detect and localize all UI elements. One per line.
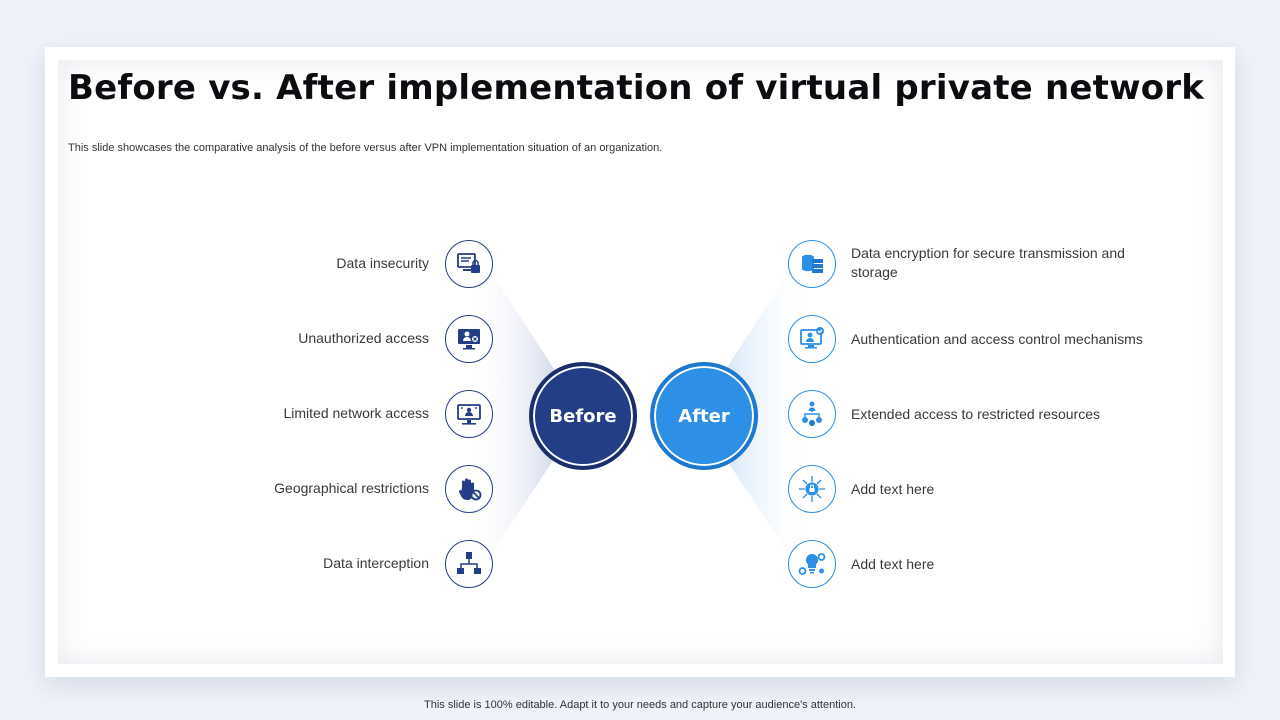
after-item-label: Data encryption for secure transmission … xyxy=(851,245,1125,280)
before-item-label: Data interception xyxy=(323,555,429,571)
network-nodes-icon xyxy=(445,540,493,588)
before-fan xyxy=(470,240,560,586)
slide-canvas xyxy=(58,60,1223,664)
hierarchy-access-icon xyxy=(788,390,836,438)
page-title: Before vs. After implementation of virtu… xyxy=(68,68,1205,108)
monitor-network-icon xyxy=(445,390,493,438)
database-server-icon xyxy=(788,240,836,288)
after-item-label: Add text here xyxy=(851,481,935,497)
after-item-label: Add text here xyxy=(851,556,935,572)
before-item-label: Unauthorized access xyxy=(298,330,429,346)
user-check-monitor-icon xyxy=(788,315,836,363)
page-subtitle: This slide showcases the comparative ana… xyxy=(68,142,663,154)
before-item-label: Limited network access xyxy=(283,405,429,421)
before-hub-label: Before xyxy=(549,405,617,427)
monitor-user-denied-icon xyxy=(445,315,493,363)
footer-note: This slide is 100% editable. Adapt it to… xyxy=(424,699,856,711)
after-hub: After xyxy=(650,362,758,470)
after-fan xyxy=(720,240,810,586)
after-item-label: Authentication and access control mechan… xyxy=(851,331,1143,347)
before-item-label: Geographical restrictions xyxy=(274,480,429,496)
after-hub-label: After xyxy=(678,405,730,427)
before-item-label: Data insecurity xyxy=(336,255,429,271)
after-item-label: Extended access to restricted resources xyxy=(851,406,1101,422)
hand-stop-icon xyxy=(445,465,493,513)
before-hub: Before xyxy=(529,362,637,470)
lightbulb-gears-icon xyxy=(788,540,836,588)
computer-lock-icon xyxy=(445,240,493,288)
lock-network-icon xyxy=(788,465,836,513)
